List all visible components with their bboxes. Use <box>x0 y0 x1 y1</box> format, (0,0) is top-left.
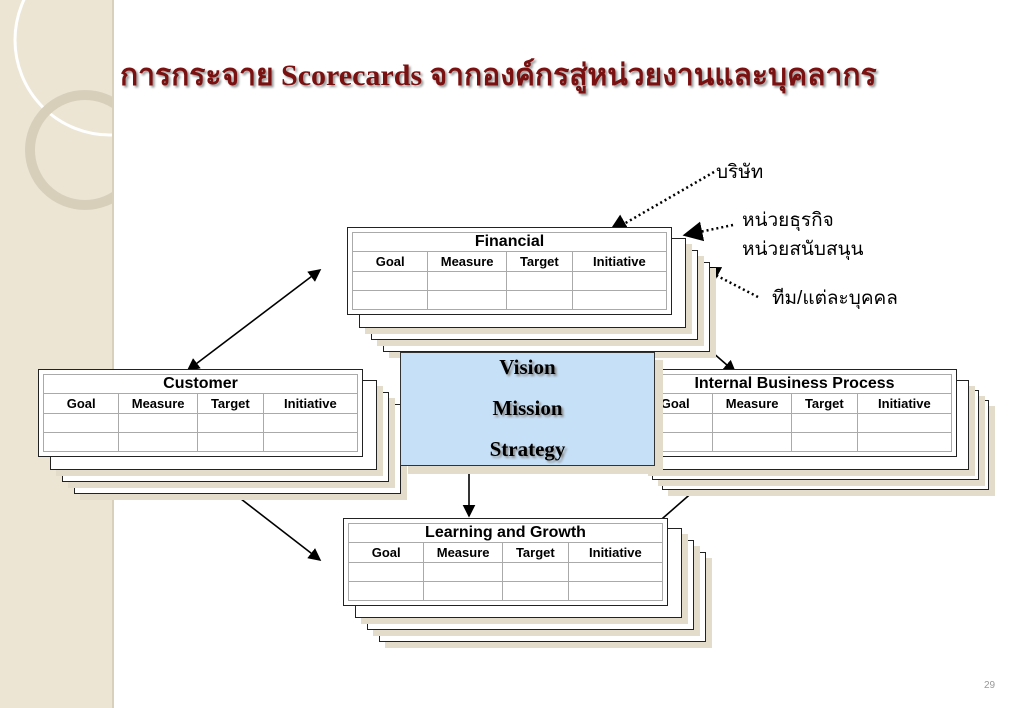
sidebar-decoration <box>0 0 114 708</box>
column-header-initiative: Initiative <box>856 393 953 414</box>
column-header-target: Target <box>505 251 573 272</box>
table-cell <box>856 412 953 433</box>
level-team: ทีม/แต่ละบุคคล <box>772 288 898 309</box>
table-cell <box>790 431 858 453</box>
column-header-initiative: Initiative <box>567 542 664 563</box>
vision-label: Vision <box>499 355 556 379</box>
table-cell <box>427 289 507 311</box>
card-title: Internal Business Process <box>637 373 952 395</box>
column-header-measure: Measure <box>118 393 198 414</box>
table-cell <box>567 561 664 582</box>
column-header-target: Target <box>196 393 264 414</box>
column-header-target: Target <box>790 393 858 414</box>
level-business-unit: หน่วยธุรกิจ <box>742 210 834 231</box>
table-cell <box>856 431 953 453</box>
column-header-measure: Measure <box>427 251 507 272</box>
card-title: Financial <box>352 231 667 253</box>
mission-label: Mission <box>492 396 563 420</box>
table-cell <box>118 431 198 453</box>
table-cell <box>423 580 503 602</box>
slide-title: การกระจาย Scorecards จากองค์กรสู่หน่วยงา… <box>120 59 877 92</box>
column-header-target: Target <box>501 542 569 563</box>
table-cell <box>262 412 359 433</box>
table-cell <box>501 561 569 582</box>
table-cell <box>501 580 569 602</box>
table-cell <box>790 412 858 433</box>
table-cell <box>42 412 120 433</box>
column-header-initiative: Initiative <box>262 393 359 414</box>
table-cell <box>42 431 120 453</box>
table-cell <box>427 270 507 291</box>
table-cell <box>347 561 425 582</box>
column-header-goal: Goal <box>347 542 425 563</box>
column-header-measure: Measure <box>712 393 792 414</box>
table-cell <box>423 561 503 582</box>
table-cell <box>505 270 573 291</box>
table-cell <box>712 412 792 433</box>
table-cell <box>196 412 264 433</box>
table-cell <box>347 580 425 602</box>
column-header-measure: Measure <box>423 542 503 563</box>
table-cell <box>571 270 668 291</box>
column-header-initiative: Initiative <box>571 251 668 272</box>
table-cell <box>571 289 668 311</box>
circle-decoration <box>13 0 112 210</box>
level-company: บริษัท <box>716 162 764 183</box>
column-header-goal: Goal <box>42 393 120 414</box>
table-cell <box>712 431 792 453</box>
strategy-label: Strategy <box>489 437 566 461</box>
table-cell <box>351 289 429 311</box>
table-cell <box>505 289 573 311</box>
column-header-goal: Goal <box>351 251 429 272</box>
table-cell <box>118 412 198 433</box>
page-number: 29 <box>984 680 996 691</box>
card-title: Customer <box>43 373 358 395</box>
card-title: Learning and Growth <box>348 522 663 544</box>
table-cell <box>351 270 429 291</box>
level-support-unit: หน่วยสนับสนุน <box>742 239 864 260</box>
table-cell <box>262 431 359 453</box>
vision-mission-strategy-box: Vision Mission Strategy <box>400 352 655 466</box>
table-cell <box>567 580 664 602</box>
table-cell <box>196 431 264 453</box>
